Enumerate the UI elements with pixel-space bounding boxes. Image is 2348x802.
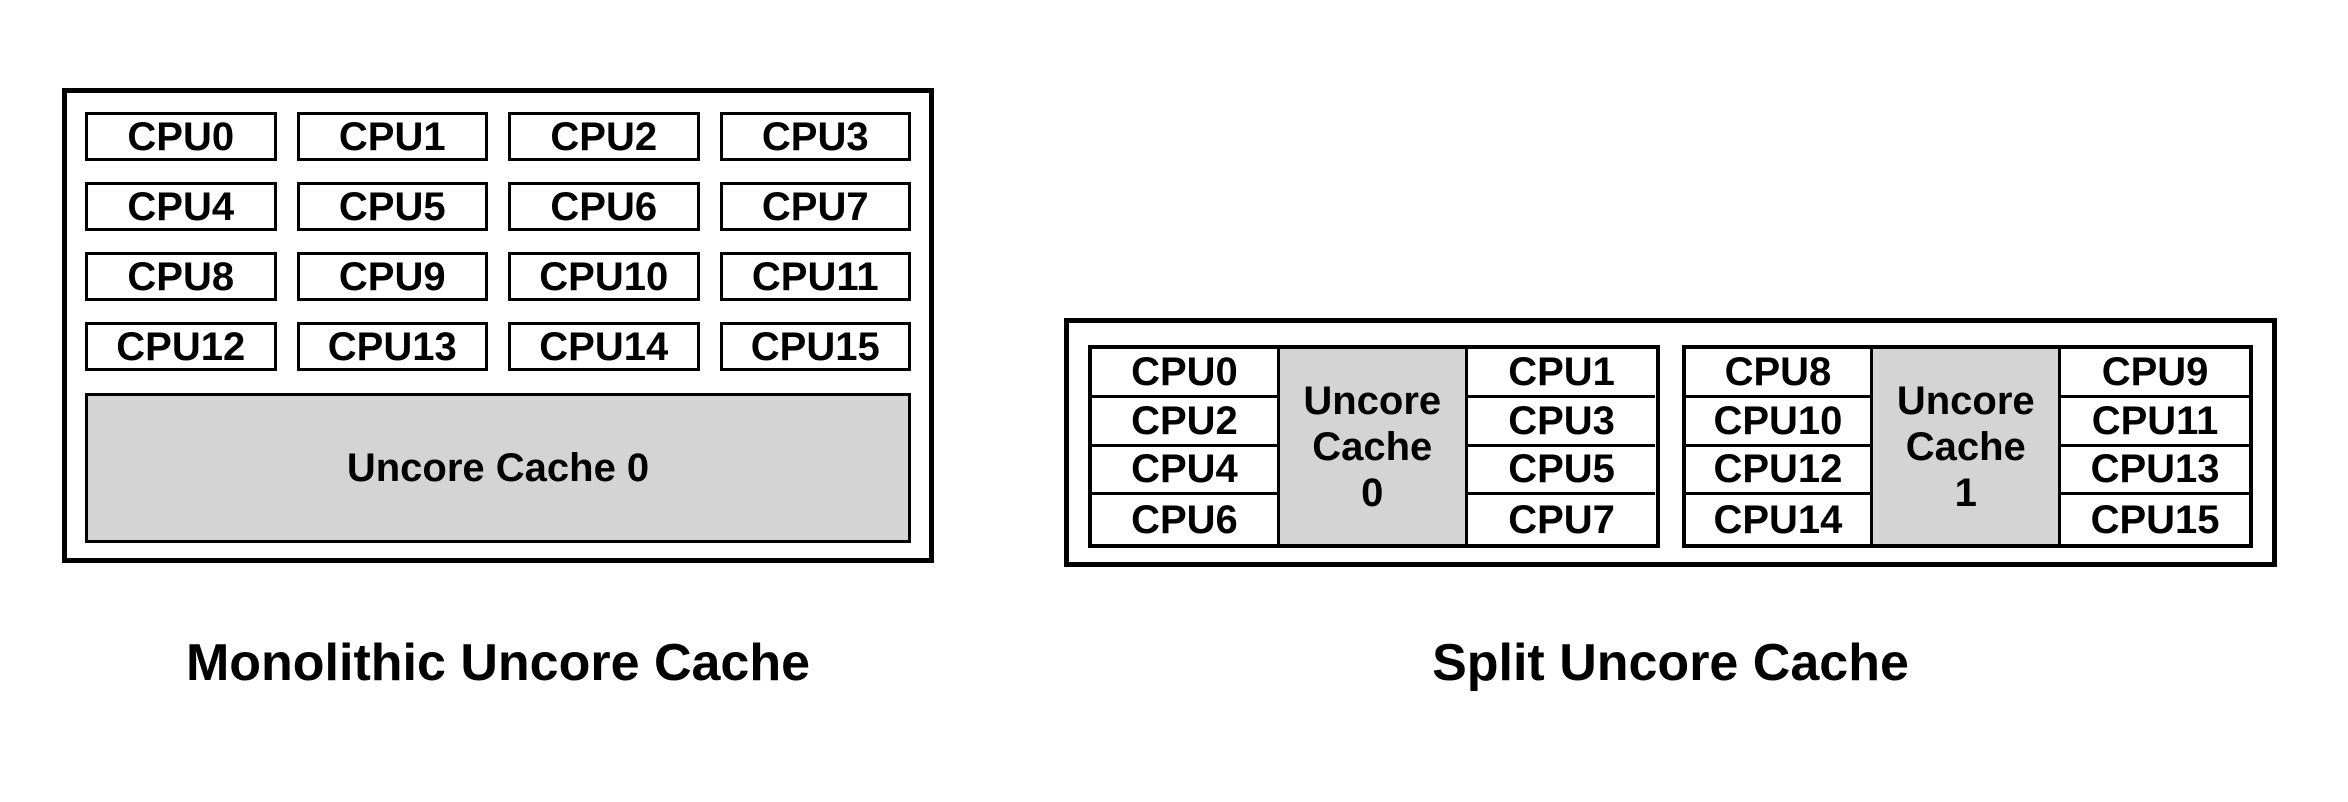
cpu-cell: CPU11 bbox=[2061, 398, 2249, 447]
caption-split: Split Uncore Cache bbox=[1432, 634, 1909, 692]
cpu-box: CPU9 bbox=[296, 252, 488, 301]
cpu-box: CPU13 bbox=[296, 322, 488, 371]
figure-split-uncore-cache: CPU0 CPU2 CPU4 CPU6 Uncore Cache 0 CPU1 … bbox=[1064, 318, 2277, 567]
cpu-box: CPU7 bbox=[719, 182, 911, 231]
caption-monolithic: Monolithic Uncore Cache bbox=[185, 634, 811, 692]
cpu-box: CPU4 bbox=[85, 182, 277, 231]
cpu-box: CPU2 bbox=[508, 112, 700, 161]
figure-monolithic-uncore-cache: CPU0 CPU1 CPU2 CPU3 CPU4 CPU5 CPU6 CPU7 … bbox=[62, 88, 934, 563]
cpu-grid: CPU0 CPU1 CPU2 CPU3 CPU4 CPU5 CPU6 CPU7 … bbox=[85, 112, 911, 371]
split-group-0: CPU0 CPU2 CPU4 CPU6 Uncore Cache 0 CPU1 … bbox=[1088, 345, 1660, 548]
cpu-box: CPU10 bbox=[508, 252, 700, 301]
uncore-cache-cell: Uncore Cache 0 bbox=[1279, 349, 1468, 544]
cpu-box: CPU11 bbox=[719, 252, 911, 301]
uncore-cache-box: Uncore Cache 0 bbox=[85, 393, 911, 543]
cpu-cell: CPU3 bbox=[1467, 398, 1656, 447]
cpu-cell: CPU6 bbox=[1092, 495, 1280, 544]
cpu-cell: CPU7 bbox=[1508, 497, 1615, 542]
cpu-cell: CPU12 bbox=[1685, 446, 1874, 496]
cpu-cell: CPU0 bbox=[1092, 349, 1280, 398]
uncore-cache-cell: Uncore Cache 1 bbox=[1873, 349, 2062, 544]
cpu-box: CPU0 bbox=[85, 112, 277, 161]
cpu-cell: CPU15 bbox=[2090, 497, 2220, 542]
cpu-cell: CPU1 bbox=[1467, 349, 1656, 398]
cpu-box: CPU6 bbox=[508, 182, 700, 231]
cpu-cell: CPU10 bbox=[1685, 397, 1874, 447]
cpu-cell: CPU8 bbox=[1685, 349, 1874, 398]
cpu-box: CPU5 bbox=[296, 182, 488, 231]
cpu-cell: CPU5 bbox=[1467, 447, 1656, 496]
cpu-box: CPU8 bbox=[85, 252, 277, 301]
cpu-cell: CPU4 bbox=[1092, 446, 1280, 496]
cpu-box: CPU1 bbox=[296, 112, 488, 161]
cpu-box: CPU14 bbox=[508, 322, 700, 371]
cpu-cell: CPU13 bbox=[2061, 447, 2249, 496]
cpu-cell: CPU9 bbox=[2061, 349, 2249, 398]
split-group-1: CPU8 CPU10 CPU12 CPU14 Uncore Cache 1 CP… bbox=[1681, 345, 2253, 548]
cpu-box: CPU12 bbox=[85, 322, 277, 371]
cpu-cell: CPU2 bbox=[1092, 397, 1280, 447]
cpu-cell: CPU14 bbox=[1686, 495, 1874, 544]
cpu-box: CPU3 bbox=[719, 112, 911, 161]
cpu-box: CPU15 bbox=[719, 322, 911, 371]
